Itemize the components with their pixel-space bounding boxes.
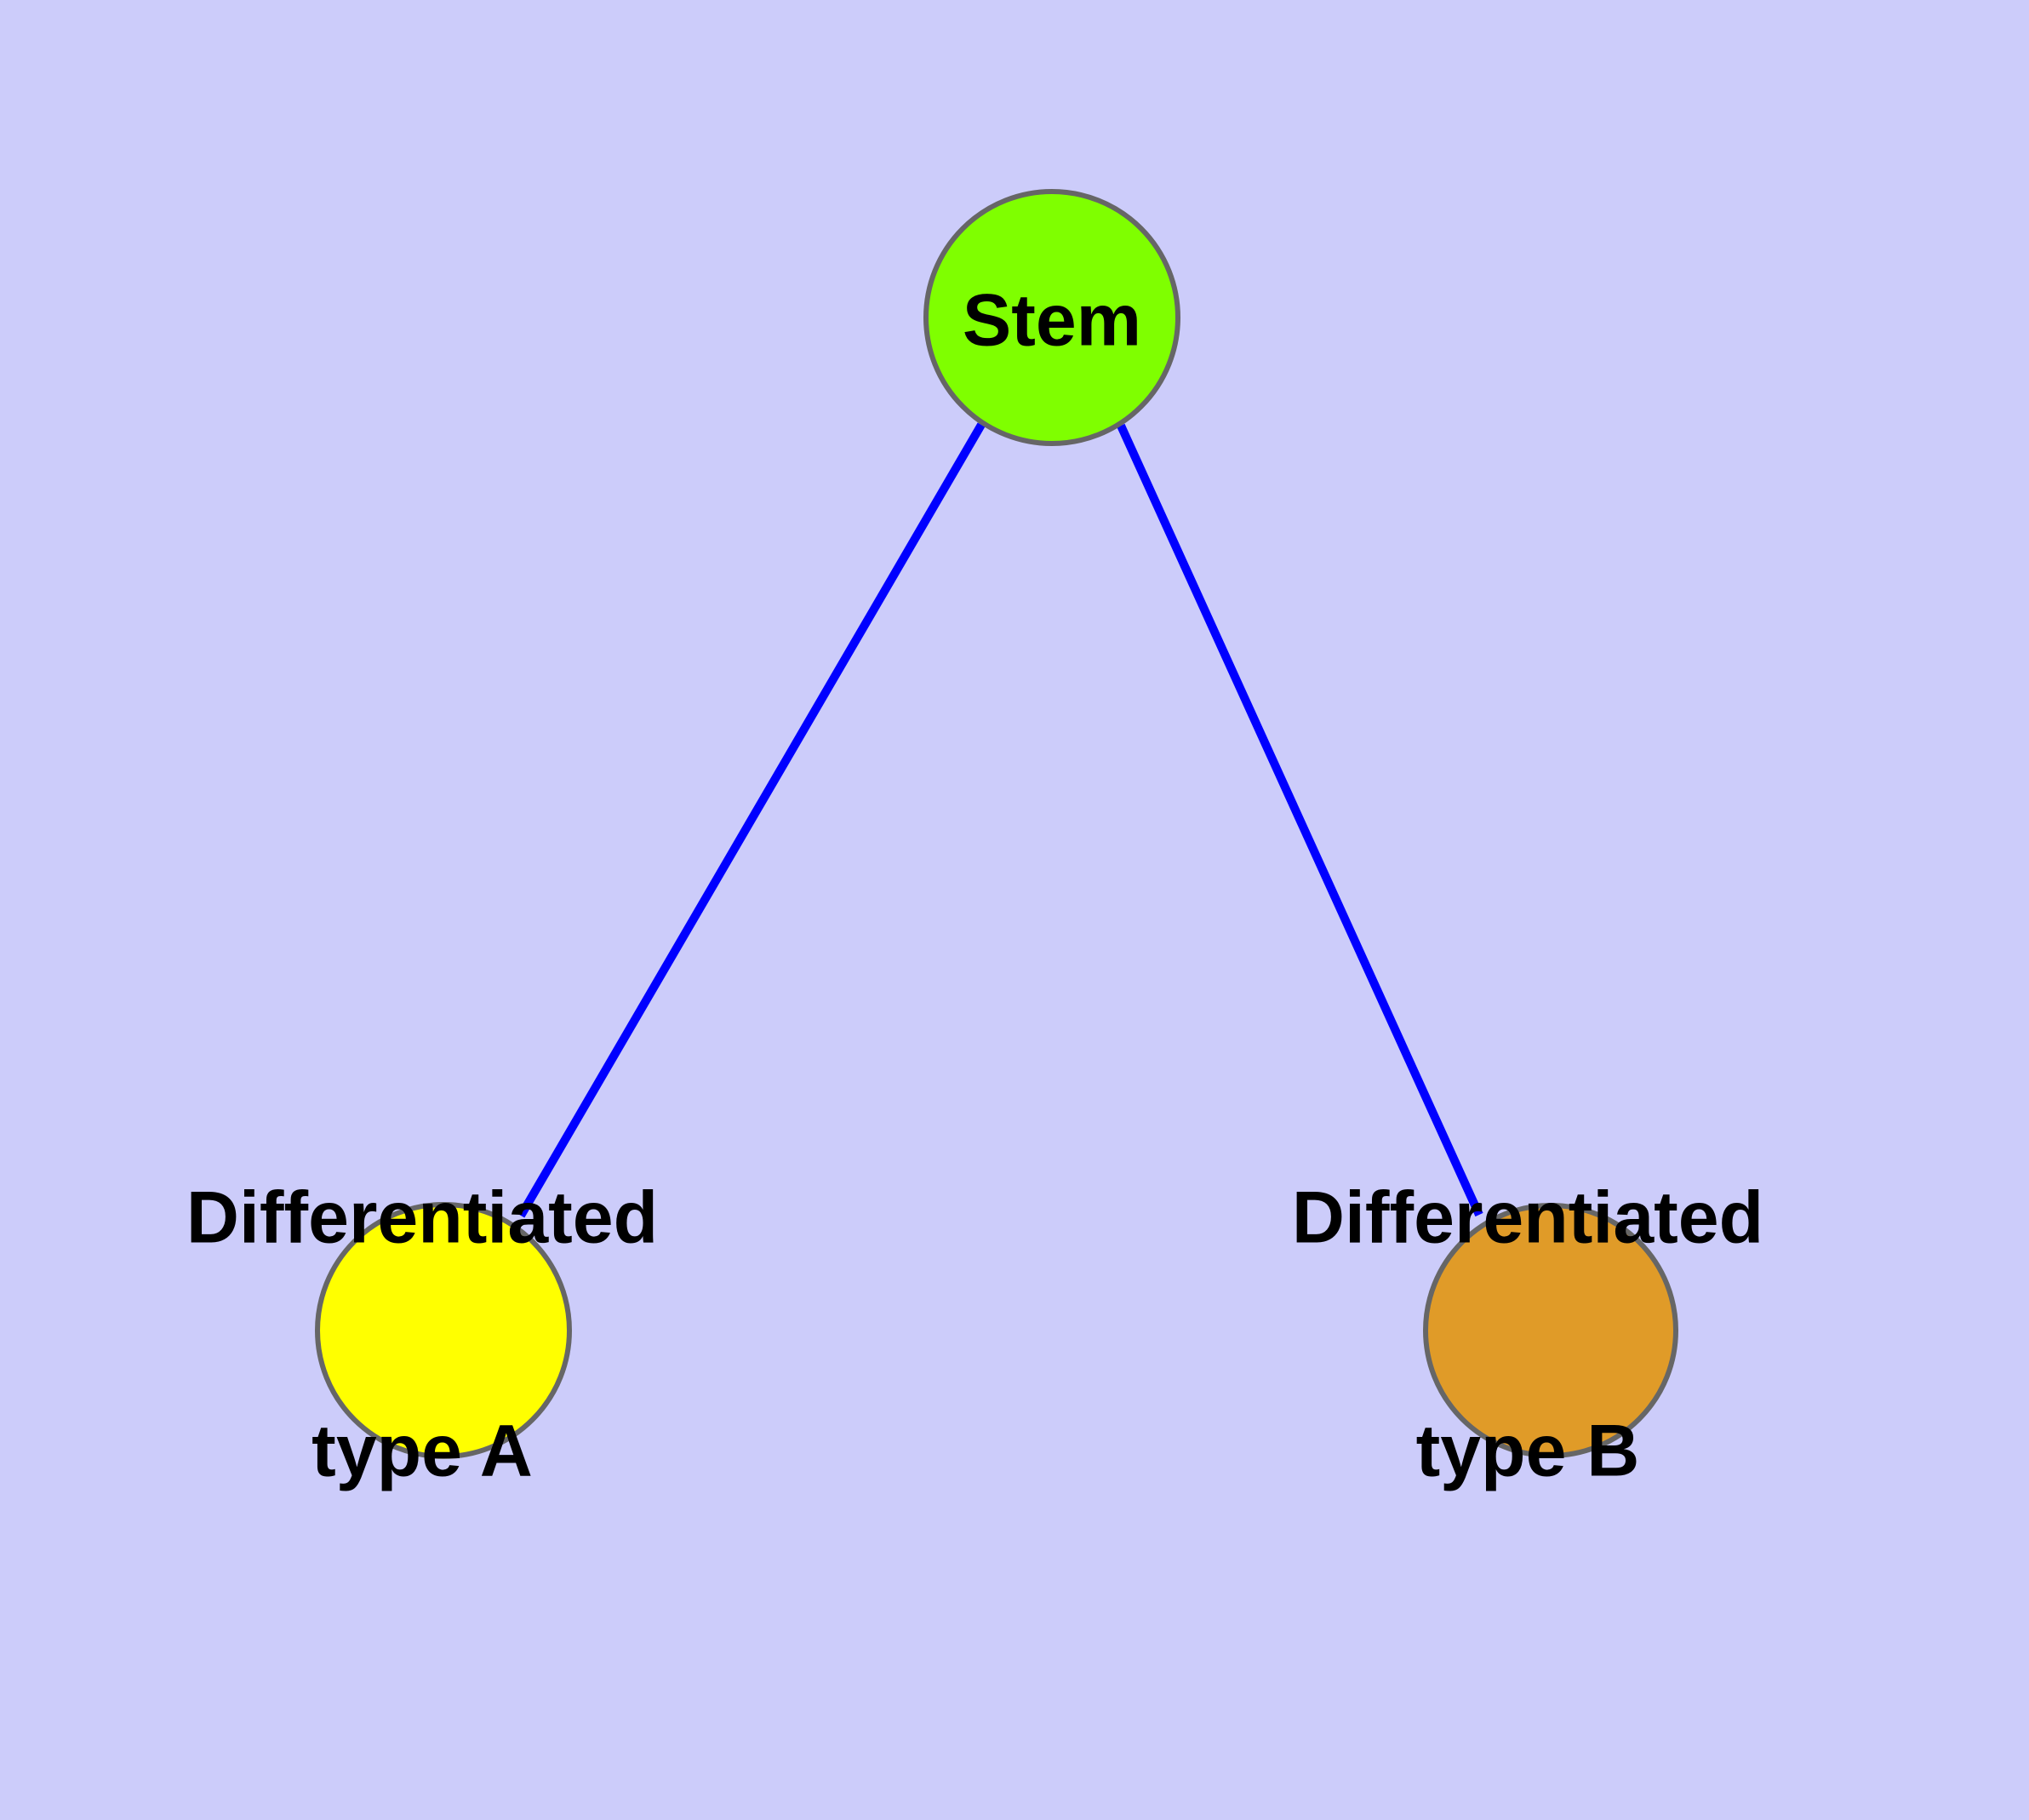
edge-stem-to-diff-a[interactable] bbox=[517, 422, 986, 1218]
node-layer bbox=[315, 189, 1678, 1459]
edge-layer bbox=[517, 422, 1483, 1218]
node-diff-a-circle[interactable] bbox=[315, 1202, 572, 1459]
node-stem-circle[interactable] bbox=[923, 189, 1180, 446]
edge-stem-to-diff-b[interactable] bbox=[1117, 423, 1483, 1217]
node-diff-b-circle[interactable] bbox=[1423, 1203, 1678, 1458]
